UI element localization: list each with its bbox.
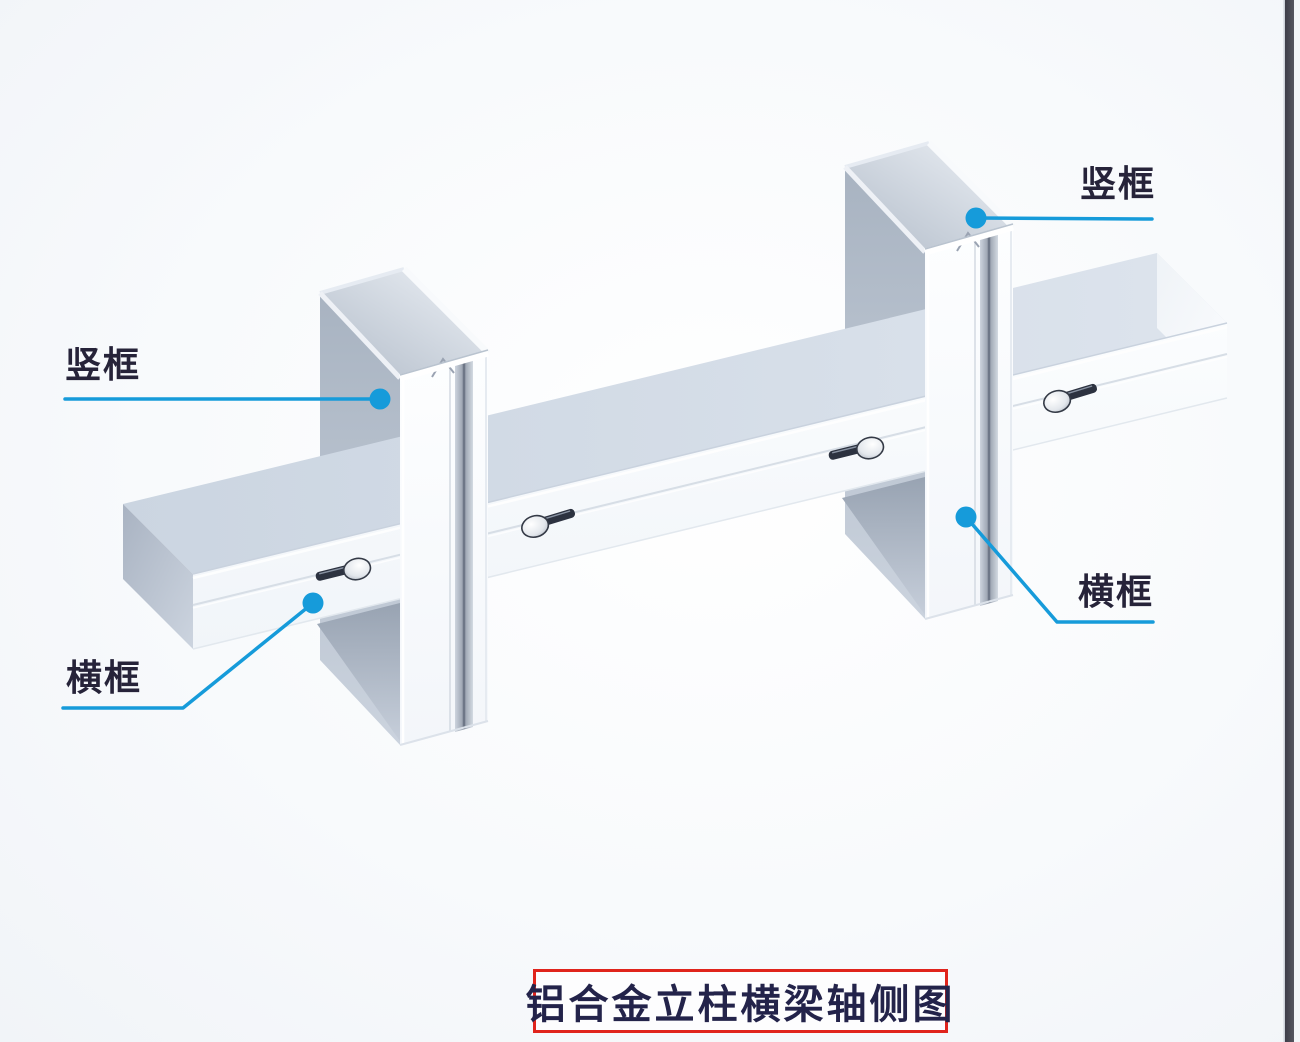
mullion-front-wall — [400, 353, 488, 745]
label-transom-right: 横框 — [1077, 571, 1154, 612]
fastener-pin-1 — [315, 557, 372, 581]
screen-edge-hairline — [1283, 0, 1285, 1042]
leader-transom-left — [61, 592, 324, 710]
fastener-pin-4 — [1043, 383, 1098, 414]
label-mullion-right: 竖框 — [1080, 163, 1157, 204]
screen-edge-light — [1294, 0, 1300, 1042]
beam-shadow-left-mullion — [317, 603, 400, 741]
mullion-top-cavity — [320, 269, 488, 378]
transom-left-end-cap — [123, 504, 193, 649]
transom-beam — [123, 253, 1228, 650]
mullion-front-wall — [925, 227, 1013, 619]
diagram-title: 铝合金立柱横梁轴侧图 — [525, 983, 956, 1027]
mullion-left — [318, 266, 491, 746]
leader-mullion-left — [63, 388, 391, 410]
fastener-pin-2 — [521, 508, 576, 539]
beam-shadow-right-mullion — [842, 477, 925, 615]
label-mullion-left: 竖框 — [64, 344, 141, 385]
diagram-title-box: 铝合金立柱横梁轴侧图 — [526, 969, 953, 1033]
fastener-pin-3 — [828, 436, 885, 460]
label-transom-left: 横框 — [65, 657, 142, 698]
leader-transom-right — [955, 506, 1155, 624]
leader-mullion-right — [965, 207, 1154, 229]
screen-edge-dark-border — [1285, 0, 1294, 1042]
